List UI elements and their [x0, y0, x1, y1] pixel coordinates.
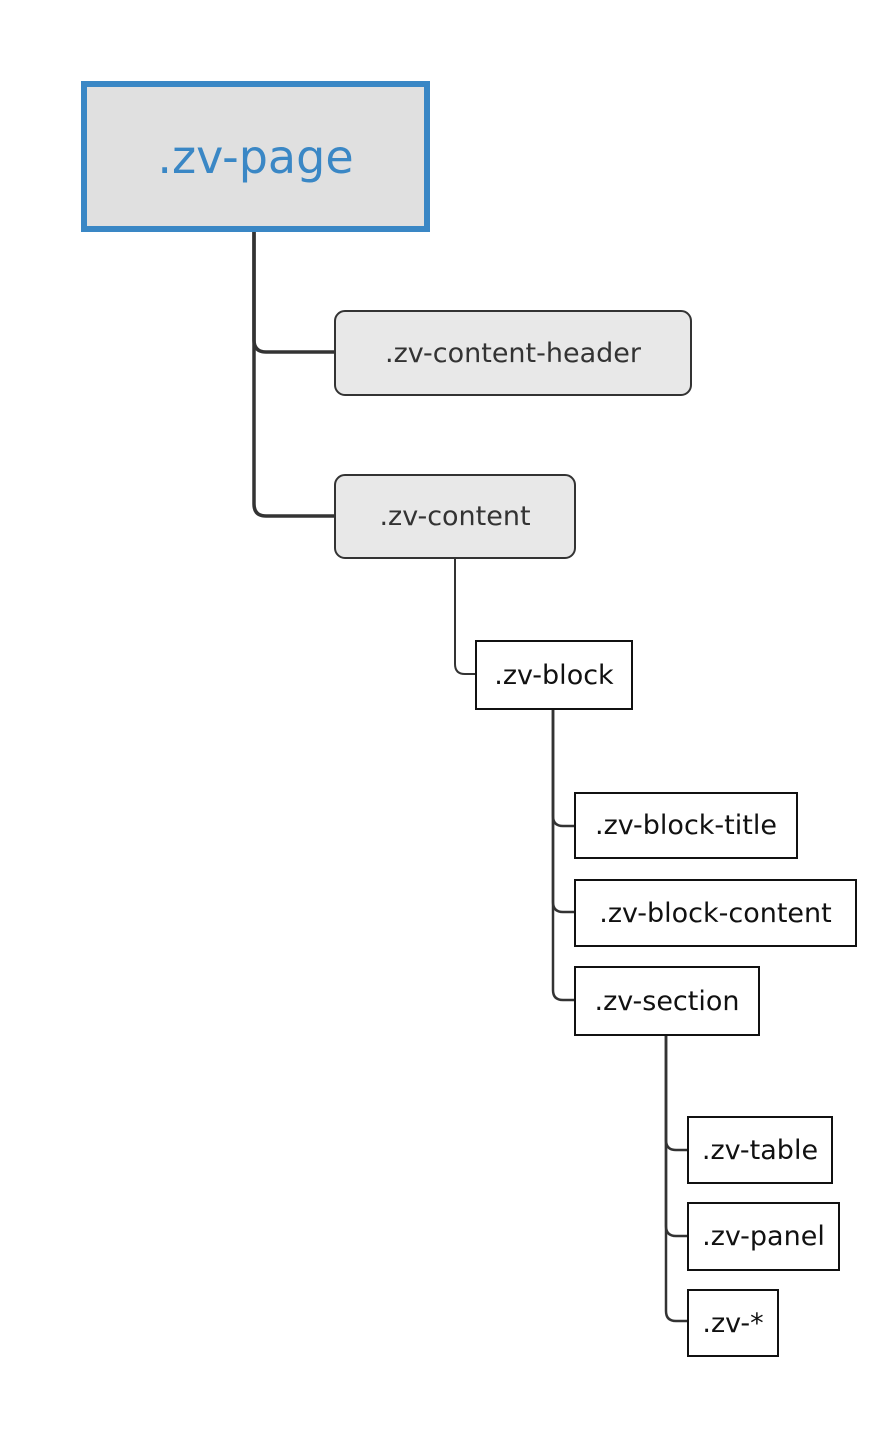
node-zv-section: .zv-section [574, 966, 760, 1036]
node-zv-page: .zv-page [81, 81, 430, 232]
node-zv-table-label: .zv-table [701, 1134, 819, 1166]
connector-block-to-block-content [551, 707, 577, 914]
node-zv-block-content: .zv-block-content [574, 879, 857, 947]
connector-section-to-panel [664, 1033, 690, 1238]
connector-section-to-table [664, 1033, 690, 1152]
node-zv-section-label: .zv-section [594, 985, 740, 1017]
node-zv-table: .zv-table [687, 1116, 833, 1184]
connector-page-to-content [252, 230, 337, 518]
connector-content-to-block [454, 558, 477, 675]
connector-section-to-any [664, 1033, 690, 1323]
node-zv-panel-label: .zv-panel [702, 1221, 825, 1252]
node-zv-page-label: .zv-page [157, 129, 354, 184]
node-zv-any-label: .zv-* [702, 1307, 764, 1339]
node-zv-content-header-label: .zv-content-header [385, 337, 641, 369]
connector-block-to-block-title [551, 707, 577, 828]
node-zv-block-title: .zv-block-title [574, 792, 798, 859]
node-zv-block: .zv-block [475, 640, 633, 710]
node-zv-content-label: .zv-content [379, 501, 531, 532]
node-zv-content-header: .zv-content-header [334, 310, 692, 396]
connector-page-to-content-header [252, 230, 337, 354]
node-zv-block-label: .zv-block [494, 659, 614, 691]
connector-block-to-section [551, 707, 577, 1002]
node-zv-block-content-label: .zv-block-content [599, 897, 832, 929]
node-zv-block-title-label: .zv-block-title [595, 810, 777, 841]
node-zv-content: .zv-content [334, 474, 576, 559]
node-zv-any: .zv-* [687, 1289, 779, 1357]
node-zv-panel: .zv-panel [687, 1202, 840, 1271]
